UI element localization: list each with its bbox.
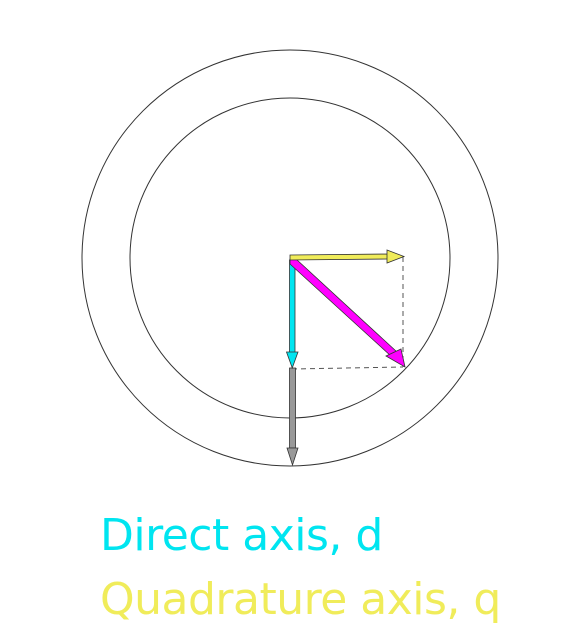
resultant-arrow: [289, 258, 406, 368]
quadrature-axis-arrow: [289, 249, 406, 264]
direct-axis-arrow: [285, 259, 299, 370]
outer-circle: [81, 49, 499, 467]
projection-arrow: [286, 367, 299, 467]
legend-direct-axis: Direct axis, d: [100, 510, 383, 561]
legend-quadrature-axis: Quadrature axis, q: [100, 574, 501, 625]
dashed-horizontal-guide: [291, 366, 404, 370]
